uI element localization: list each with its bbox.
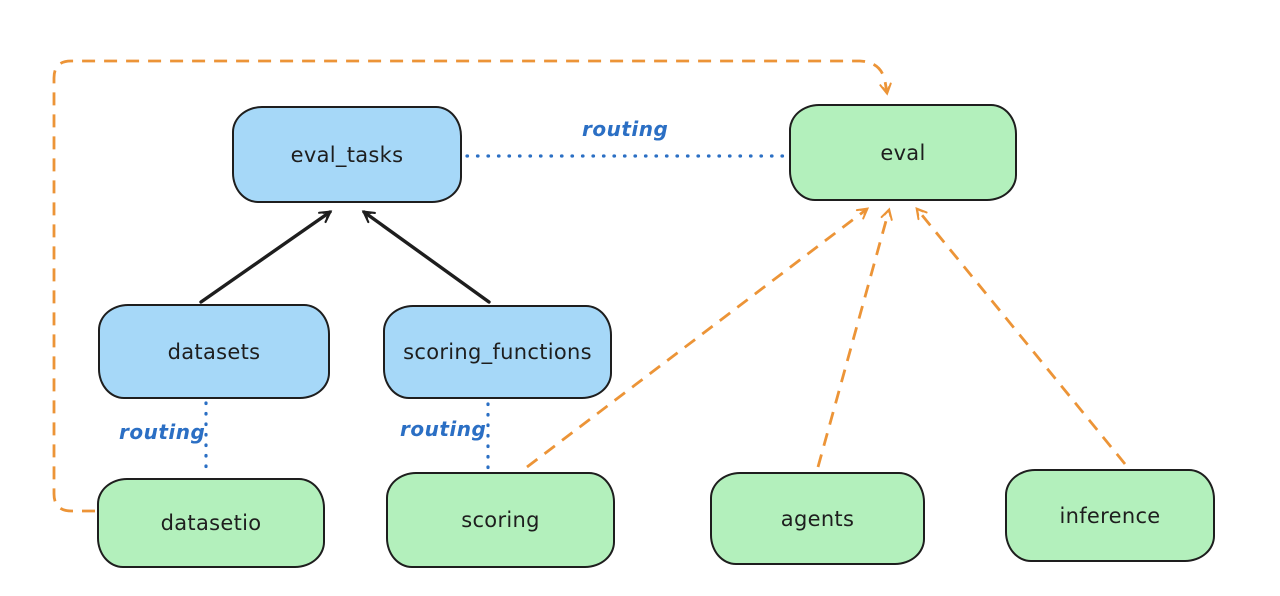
node-agents-label: agents xyxy=(780,506,855,531)
node-inference: inference xyxy=(1005,469,1215,562)
edge-scoring-functions-to-eval-tasks xyxy=(361,210,491,304)
routing-label-eval-tasks-eval: routing xyxy=(582,117,669,141)
node-datasets-label: datasets xyxy=(167,339,261,364)
node-agents: agents xyxy=(710,472,925,565)
node-datasetio-label: datasetio xyxy=(160,511,262,535)
edge-datasetio-to-eval xyxy=(52,59,892,513)
node-eval-label: eval xyxy=(880,140,926,165)
node-scoring: scoring xyxy=(386,472,615,568)
edge-inference-to-eval xyxy=(915,206,1127,465)
node-eval-tasks: eval_tasks xyxy=(232,106,462,203)
edge-agents-to-eval xyxy=(816,207,893,468)
node-scoring-label: scoring xyxy=(461,508,540,532)
node-scoring-functions: scoring_functions xyxy=(383,305,612,399)
node-datasets: datasets xyxy=(98,304,330,399)
node-inference-label: inference xyxy=(1059,503,1161,528)
routing-label-scoring-functions-scoring: routing xyxy=(400,417,487,441)
edge-datasets-to-eval-tasks xyxy=(199,210,333,304)
routing-label-datasets-datasetio: routing xyxy=(119,420,206,444)
node-scoring-functions-label: scoring_functions xyxy=(403,340,592,364)
edge-scoring-to-eval xyxy=(526,207,870,469)
node-datasetio: datasetio xyxy=(97,478,325,568)
node-eval-tasks-label: eval_tasks xyxy=(290,142,404,167)
node-eval: eval xyxy=(789,104,1017,201)
